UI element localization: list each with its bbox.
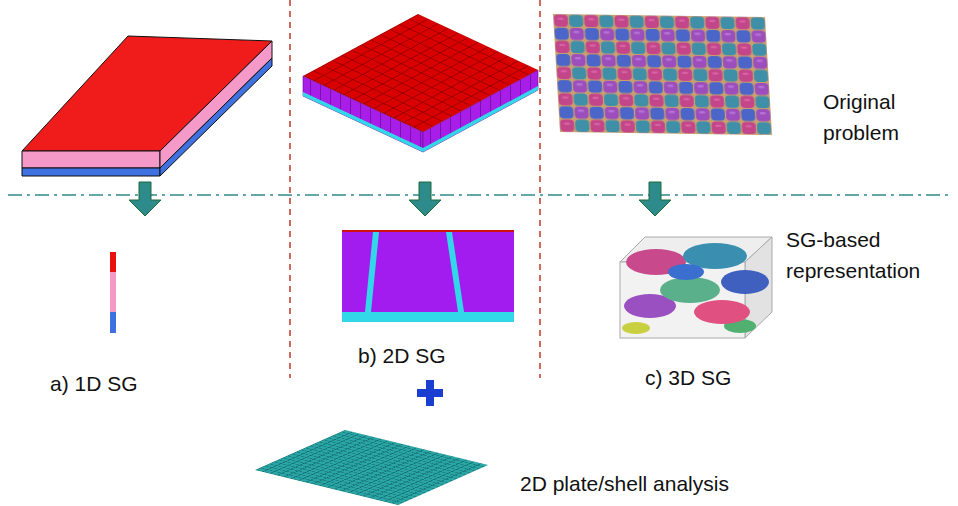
label-text: b) 2D SG: [358, 340, 446, 371]
label-text: a) 1D SG: [50, 368, 138, 399]
label-text: SG-based representation: [786, 224, 946, 286]
plus-sign: [417, 380, 443, 406]
down-arrow: [129, 182, 671, 216]
meshed-block: [303, 14, 538, 152]
column-divider: [289, 0, 291, 378]
sg-3d-cell: [620, 237, 772, 338]
sg-2d-section: [342, 230, 514, 322]
layered-plate: [22, 36, 272, 176]
woven-fabric: [553, 14, 772, 135]
label-text: c) 3D SG: [645, 362, 731, 393]
sg-1d-bar: [110, 252, 116, 333]
column-divider: [539, 0, 541, 378]
plate-mesh: [255, 430, 488, 505]
label-text: 2D plate/shell analysis: [520, 468, 729, 499]
label-text: Original problem: [823, 86, 935, 148]
